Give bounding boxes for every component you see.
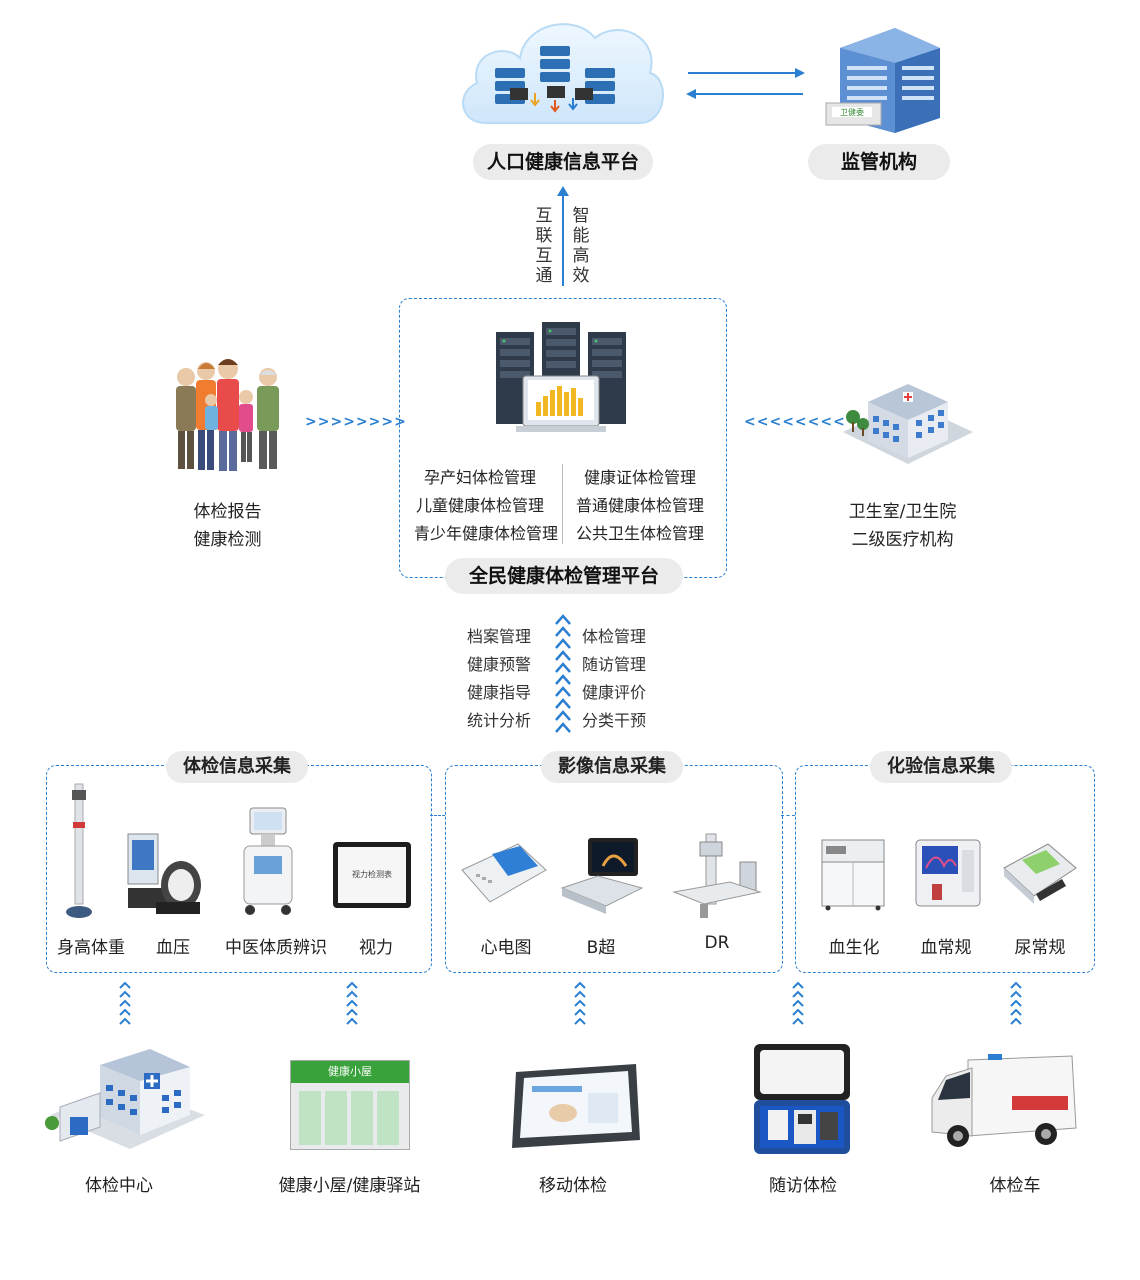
vision-chart-text: 视力检测表	[338, 847, 406, 903]
function-intervention: 分类干预	[582, 711, 647, 730]
family-icon	[168, 355, 293, 475]
module-divider	[562, 464, 563, 544]
source-exam-center: 体检中心	[85, 1176, 153, 1196]
clinic-building-icon	[838, 372, 978, 472]
device-ecg: 心电图	[480, 938, 532, 958]
right-node-line-1: 卫生室/卫生院	[848, 502, 957, 522]
blood-analyzer-icon	[912, 836, 984, 912]
device-b-ultrasound: B超	[586, 938, 616, 958]
left-node-line-2: 健康检测	[193, 530, 262, 550]
vision-chart-screen: 视力检测表	[333, 842, 411, 908]
device-urine-routine: 尿常规	[1014, 938, 1066, 958]
exam-center-building-icon	[40, 1045, 210, 1153]
blood-pressure-monitor-icon	[126, 830, 204, 918]
source-up-chevrons-3	[573, 980, 587, 1030]
source-exam-vehicle: 体检车	[989, 1176, 1041, 1196]
right-node-line-2: 二级医疗机构	[851, 530, 954, 550]
government-building-icon: 卫健委	[820, 18, 945, 133]
source-up-chevrons-5	[1009, 980, 1023, 1030]
device-vision: 视力	[359, 938, 393, 958]
module-youth: 青少年健康体检管理	[414, 524, 559, 543]
left-node-line-1: 体检报告	[193, 502, 262, 522]
right-flow-chevrons: <<<<<<<<	[744, 414, 846, 430]
cloud-server-icon	[455, 8, 670, 138]
population-health-platform-label: 人口健康信息平台	[473, 144, 653, 180]
source-health-hut: 健康小屋/健康驿站	[278, 1176, 421, 1196]
left-flow-chevrons: >>>>>>>>	[305, 414, 407, 430]
biochemistry-analyzer-icon	[818, 836, 888, 912]
device-blood-routine: 血常规	[920, 938, 972, 958]
urine-analyzer-icon	[1000, 838, 1080, 914]
device-tcm: 中医体质辨识	[225, 938, 327, 958]
group-physical-exam-title: 体检信息采集	[166, 751, 308, 783]
upward-chevrons-icon	[553, 612, 573, 736]
server-monitor-icon	[488, 320, 633, 440]
supervisor-sign-text: 卫健委	[840, 107, 864, 117]
source-up-chevrons-2	[345, 980, 359, 1030]
mobile-exam-tablet-icon	[508, 1058, 643, 1153]
dr-xray-icon	[670, 832, 765, 924]
function-exam-mgmt: 体检管理	[582, 627, 647, 646]
followup-kit-case-icon	[750, 1040, 855, 1158]
health-hut-kiosk: 健康小屋	[290, 1060, 410, 1150]
module-child: 儿童健康体检管理	[416, 496, 545, 515]
source-up-chevrons-4	[791, 980, 805, 1030]
source-mobile-exam: 移动体检	[539, 1176, 607, 1196]
tcm-constitution-device-icon	[236, 806, 301, 918]
group-lab-title: 化验信息采集	[870, 751, 1012, 783]
module-public-health: 公共卫生体检管理	[576, 524, 705, 543]
health-hut-sign: 健康小屋	[291, 1061, 409, 1083]
function-guidance: 健康指导	[467, 683, 532, 702]
bidirectional-arrow-icon	[683, 64, 808, 104]
interconnect-vertical-text: 互联互通	[535, 206, 553, 286]
function-warning: 健康预警	[467, 655, 532, 674]
supervisor-label: 监管机构	[808, 144, 950, 180]
central-platform-title: 全民健康体检管理平台	[445, 558, 683, 594]
module-general: 普通健康体检管理	[576, 496, 705, 515]
group-imaging-title: 影像信息采集	[541, 751, 683, 783]
height-scale-icon	[64, 782, 94, 922]
function-followup: 随访管理	[582, 655, 647, 674]
device-blood-pressure: 血压	[156, 938, 190, 958]
source-followup-exam: 随访体检	[769, 1176, 837, 1196]
group-connector-2	[781, 815, 795, 817]
ultrasound-icon	[558, 836, 644, 918]
function-statistics: 统计分析	[467, 711, 532, 730]
ecg-machine-icon	[458, 840, 550, 910]
up-arrow-icon	[556, 186, 570, 286]
device-dr: DR	[704, 933, 730, 953]
device-height-weight: 身高体重	[57, 938, 125, 958]
source-up-chevrons-1	[118, 980, 132, 1030]
module-maternal: 孕产妇体检管理	[424, 468, 537, 487]
device-biochemistry: 血生化	[828, 938, 880, 958]
function-archive: 档案管理	[467, 627, 532, 646]
function-evaluation: 健康评价	[582, 683, 647, 702]
smart-efficient-vertical-text: 智能高效	[572, 206, 590, 286]
module-health-cert: 健康证体检管理	[584, 468, 697, 487]
group-connector-1	[430, 815, 445, 817]
ambulance-vehicle-icon	[928, 1052, 1078, 1152]
